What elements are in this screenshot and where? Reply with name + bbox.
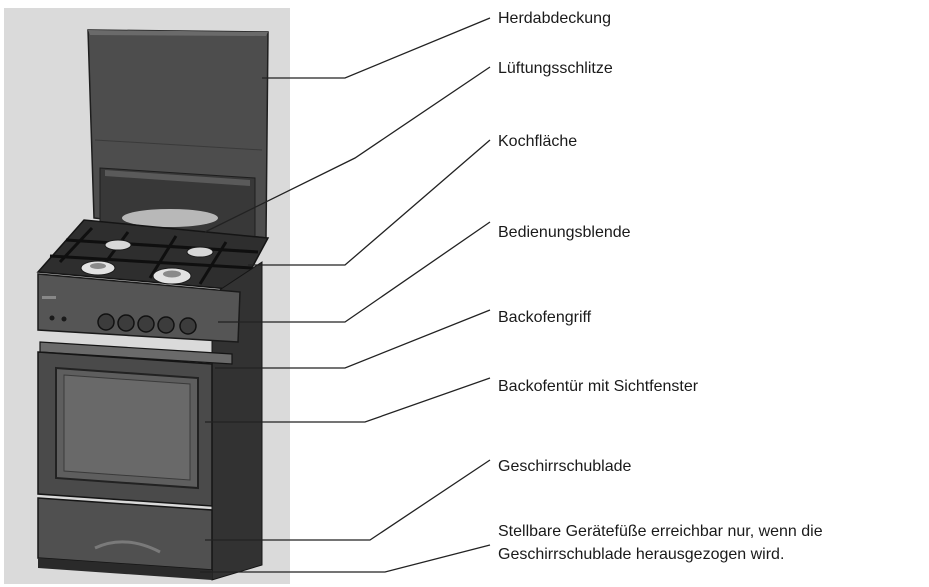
leader-geraetefuesse: [200, 544, 491, 573]
label-herdabdeckung: Herdabdeckung: [498, 10, 611, 27]
burner-back-right: [186, 246, 214, 258]
leader-backofentuer: [205, 377, 491, 423]
leader-backofengriff: [215, 309, 491, 369]
indicator-light-1: [49, 315, 55, 321]
knob-5: [179, 317, 197, 335]
leader-kochflaeche: [248, 139, 491, 266]
label-geraetefuesse-line2: Geschirrschublade herausgezogen wird.: [498, 546, 785, 563]
knob-1: [97, 313, 115, 331]
label-lueftungsschlitze: Lüftungsschlitze: [498, 60, 613, 77]
drawer-grip: [94, 540, 161, 554]
stove-illustration: [36, 29, 270, 581]
burner-back-left: [104, 239, 132, 251]
leader-lueftungsschlitze: [204, 66, 491, 233]
vent-strip: [105, 170, 250, 186]
label-backofengriff: Backofengriff: [498, 309, 592, 326]
knob-2: [117, 314, 135, 332]
leader-bedienungsblende: [218, 221, 491, 323]
leader-lines: [200, 17, 491, 573]
knob-4: [157, 316, 175, 334]
drawer: [37, 497, 213, 571]
oven-window-inner: [63, 374, 191, 481]
pan-supports: [49, 226, 259, 285]
burners: [80, 239, 214, 285]
label-geschirrschublade: Geschirrschublade: [498, 458, 632, 475]
leader-herdabdeckung: [262, 17, 491, 79]
indicator-light-2: [61, 316, 67, 322]
label-bedienungsblende: Bedienungsblende: [498, 224, 631, 241]
label-kochflaeche: Kochfläche: [498, 133, 578, 150]
control-knobs: [97, 313, 197, 335]
stove-plinth: [38, 558, 212, 580]
stove-lid-edge: [88, 30, 268, 36]
brand-badge: [42, 296, 56, 299]
lid-crease: [94, 139, 263, 151]
oven-handle: [39, 341, 233, 365]
label-backofentuer: Backofentür mit Sichtfenster: [498, 378, 699, 395]
lid-reflection: [122, 209, 218, 227]
knob-3: [137, 315, 155, 333]
label-geraetefuesse-line1: Stellbare Gerätefüße erreichbar nur, wen…: [498, 523, 823, 540]
leader-geschirrschublade: [205, 459, 491, 541]
